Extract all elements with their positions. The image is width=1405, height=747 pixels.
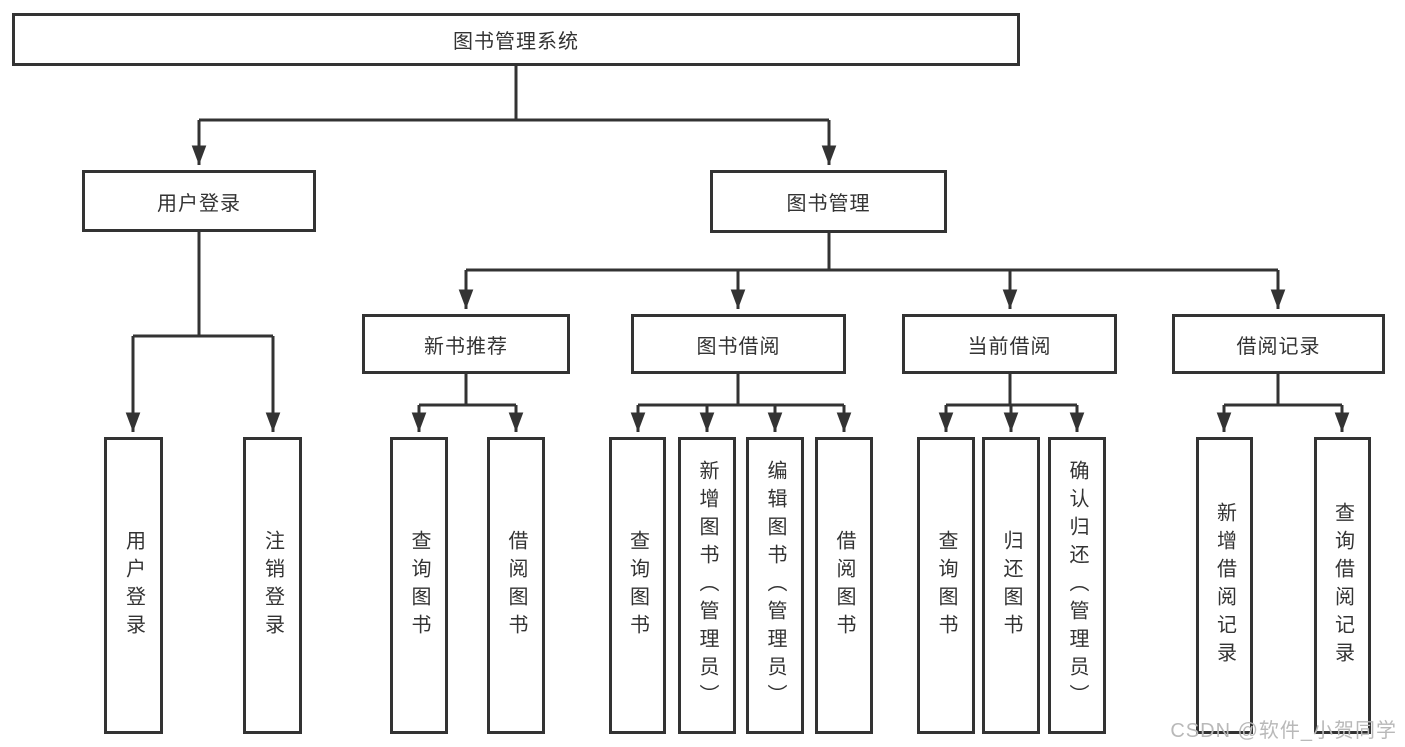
connector-borrow-records-trunk	[1224, 374, 1342, 407]
node-nb-query-books: 查询图书	[390, 437, 448, 734]
node-user-login: 用户登录	[82, 170, 316, 232]
node-current-borrow: 当前借阅	[902, 314, 1117, 374]
node-bb-query-books-label: 查询图书	[626, 529, 649, 642]
connector-root-trunk	[199, 66, 829, 122]
node-br-query-record-label: 查询借阅记录	[1331, 501, 1354, 670]
node-user-login-label: 用户登录	[157, 192, 241, 215]
node-bb-query-books: 查询图书	[609, 437, 666, 734]
watermark: CSDN @软件_小贺同学	[1170, 720, 1397, 742]
node-new-book-recommend-label: 新书推荐	[424, 335, 508, 358]
node-logout-leaf: 注销登录	[243, 437, 302, 734]
node-bb-add-book-admin: 新增图书（管理员）	[678, 437, 736, 734]
node-br-add-record-label: 新增借阅记录	[1213, 501, 1236, 670]
node-bb-borrow-books-label: 借阅图书	[833, 529, 855, 642]
node-borrow-records-label: 借阅记录	[1236, 335, 1321, 358]
connector-book-borrow-trunk	[638, 374, 844, 407]
node-library-system: 图书管理系统	[12, 13, 1020, 66]
node-bb-borrow-books: 借阅图书	[815, 437, 873, 734]
node-borrow-records: 借阅记录	[1172, 314, 1385, 374]
node-br-add-record: 新增借阅记录	[1196, 437, 1253, 734]
node-nb-borrow-books: 借阅图书	[487, 437, 545, 734]
node-nb-borrow-books-label: 借阅图书	[505, 529, 527, 642]
node-bb-edit-book-admin-label: 编辑图书（管理员）	[764, 459, 786, 712]
node-current-borrow-label: 当前借阅	[967, 335, 1052, 358]
node-cb-query-books: 查询图书	[917, 437, 975, 734]
node-new-book-recommend: 新书推荐	[362, 314, 570, 374]
node-book-management-label: 图书管理	[786, 193, 871, 215]
node-login-leaf-label: 用户登录	[122, 529, 145, 642]
node-bb-edit-book-admin: 编辑图书（管理员）	[746, 437, 804, 734]
node-book-borrow-label: 图书借阅	[696, 335, 781, 358]
node-cb-confirm-return-admin-label: 确认归还（管理员）	[1066, 459, 1088, 712]
node-login-leaf: 用户登录	[104, 437, 163, 734]
node-cb-query-books-label: 查询图书	[935, 529, 957, 642]
connector-current-borrow-trunk	[946, 374, 1077, 407]
node-library-system-label: 图书管理系统	[453, 31, 579, 53]
node-book-management: 图书管理	[710, 170, 947, 233]
node-cb-return-books-label: 归还图书	[1000, 529, 1022, 642]
node-cb-confirm-return-admin: 确认归还（管理员）	[1048, 437, 1106, 734]
node-br-query-record: 查询借阅记录	[1314, 437, 1371, 734]
connector-user-login-trunk	[133, 232, 273, 338]
node-logout-leaf-label: 注销登录	[261, 529, 284, 642]
node-bb-add-book-admin-label: 新增图书（管理员）	[696, 459, 718, 712]
connector-book-management-trunk	[466, 233, 1278, 272]
node-cb-return-books: 归还图书	[982, 437, 1040, 734]
connector-new-book-trunk	[419, 374, 516, 407]
node-nb-query-books-label: 查询图书	[408, 529, 430, 642]
node-book-borrow: 图书借阅	[631, 314, 846, 374]
